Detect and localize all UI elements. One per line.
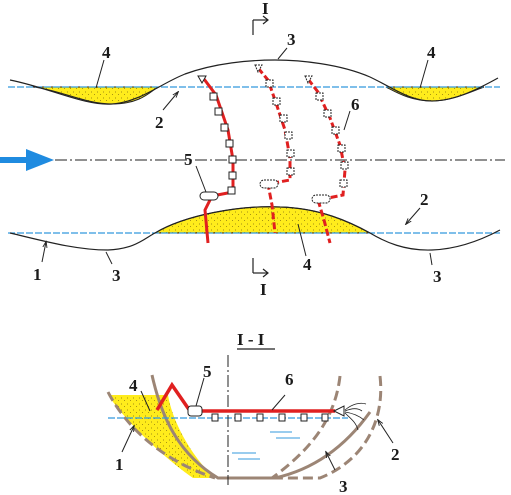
label-3-section: 3: [339, 477, 348, 495]
plan-view: I I: [0, 0, 505, 299]
label-4-plan-bottom: 4: [303, 255, 312, 274]
label-5-plan: 5: [184, 150, 193, 169]
label-5-section: 5: [203, 362, 212, 381]
label-1-plan: 1: [33, 265, 42, 284]
bottom-sandbar: [153, 206, 371, 234]
label-2-section: 2: [391, 445, 400, 464]
section-discharge-nozzle: [332, 405, 345, 417]
floating-pipeline-position-3: [304, 75, 349, 244]
label-4-plan-top-right: 4: [427, 43, 436, 62]
label-4-section: 4: [129, 376, 138, 395]
section-mark-bottom: I: [252, 258, 269, 299]
label-6-plan: 6: [351, 95, 360, 114]
section-sand-deposit: [108, 395, 215, 478]
leader-lines: [41, 47, 433, 266]
label-3-plan-top: 3: [287, 30, 296, 49]
section-leader-lines: [121, 377, 394, 471]
label-6-section: 6: [285, 370, 294, 389]
top-bank-line: [9, 59, 499, 105]
label-2-plan-left: 2: [155, 113, 164, 132]
section-dredge-unit: [187, 405, 203, 417]
label-1-section: 1: [115, 455, 124, 474]
floating-pipeline-position-2: [254, 64, 295, 234]
section-bank-dashed-right-outer: [275, 375, 383, 480]
section-mark-bottom-label: I: [260, 280, 267, 299]
label-3-plan-bottom-right: 3: [433, 267, 442, 286]
top-right-sandbar: [385, 86, 485, 102]
flow-direction-arrow: [0, 149, 54, 171]
water-ripples: [232, 431, 300, 460]
bottom-bank-line: [9, 206, 501, 251]
section-mark-top-label: I: [262, 0, 269, 18]
top-left-sandbar: [32, 86, 160, 105]
section-bank-dashed-middle: [271, 375, 342, 480]
section-bed-solid: [150, 374, 372, 480]
label-4-plan-top-left: 4: [102, 43, 111, 62]
section-mark-top: I: [252, 0, 269, 35]
floating-pipeline-current: [197, 75, 237, 244]
section-pipeline: [155, 381, 335, 413]
section-title: I - I: [237, 330, 265, 349]
label-2-plan-right: 2: [420, 190, 429, 209]
section-bank-dashed-left: [106, 391, 216, 480]
discharge-spray: [344, 402, 367, 431]
section-view: I - I: [106, 330, 400, 495]
section-floats: [211, 413, 329, 422]
label-3-plan-bottom-left: 3: [112, 266, 121, 285]
